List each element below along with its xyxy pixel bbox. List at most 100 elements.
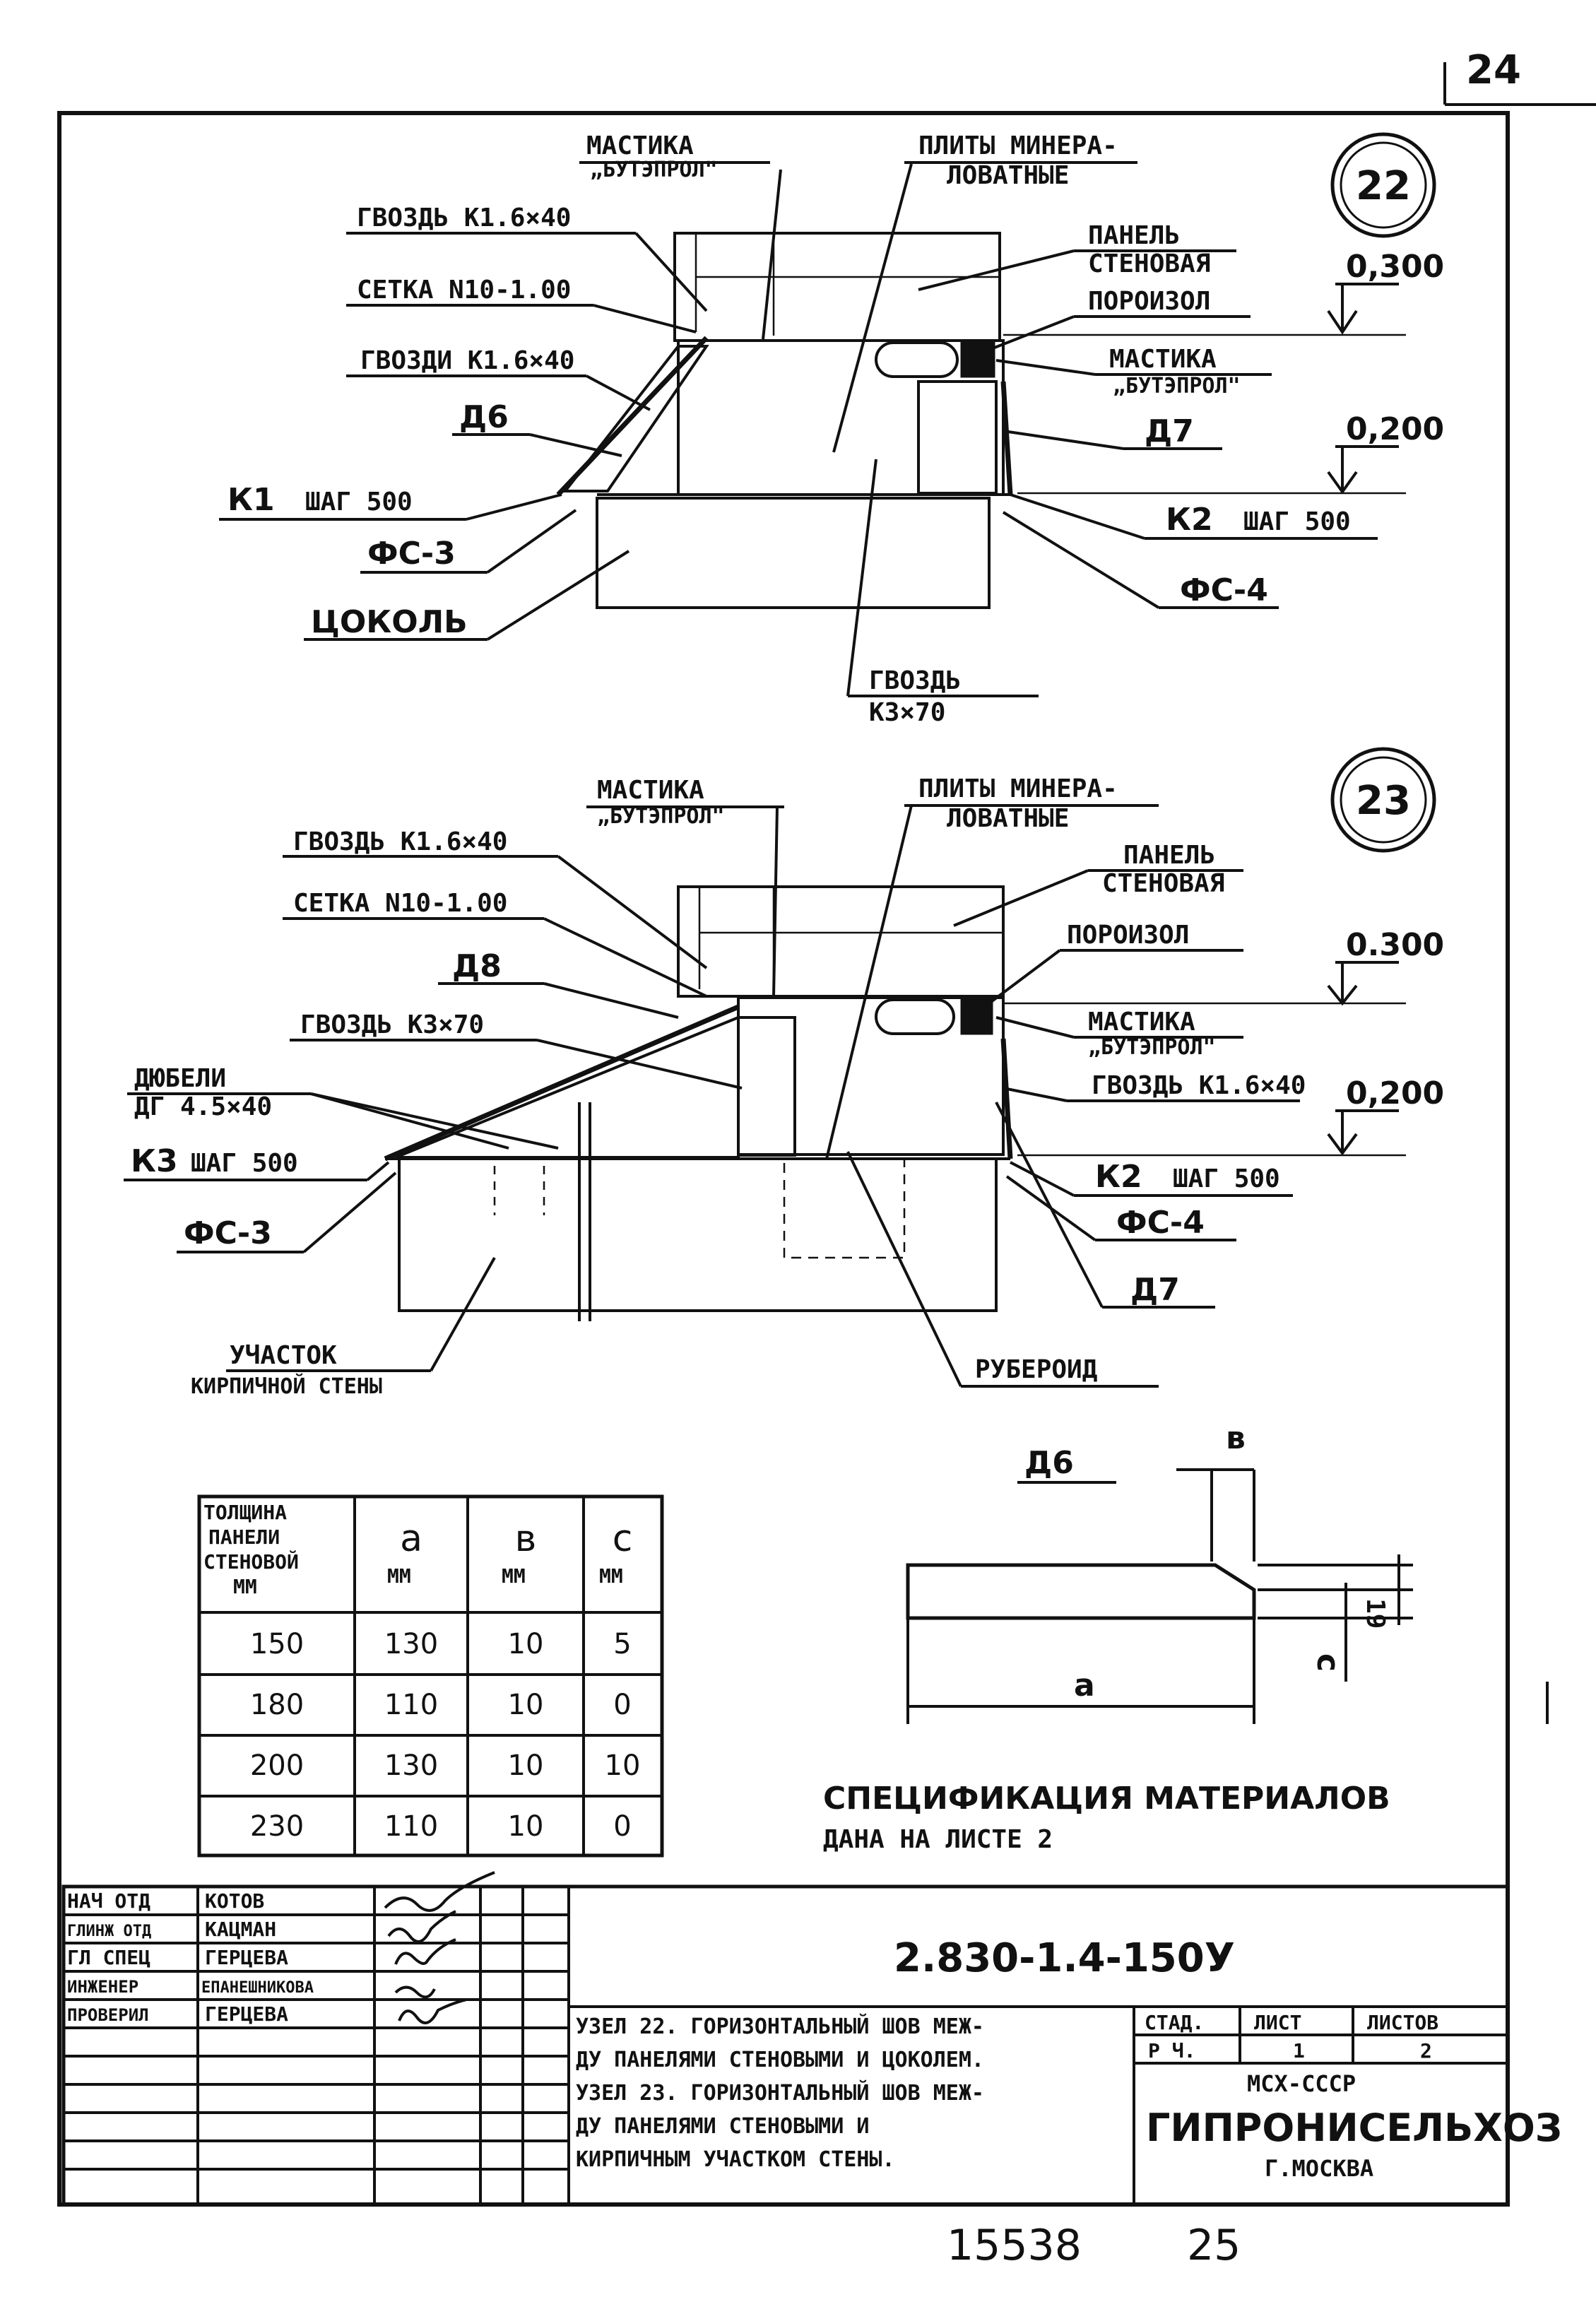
spec-note-line1: СПЕЦИФИКАЦИЯ МАТЕРИАЛОВ	[823, 1781, 1390, 1817]
label-k1-22: К1	[227, 482, 275, 518]
svg-text:СТЕНОВАЯ: СТЕНОВАЯ	[1102, 869, 1224, 898]
label-setka-23: СЕТКА N10-1.00	[293, 889, 507, 918]
label-uchastok-23: УЧАСТОК	[230, 1341, 337, 1370]
signatures	[384, 1871, 495, 2024]
org-name: ГИПРОНИСЕЛЬХОЗ	[1146, 2106, 1562, 2150]
poroizol-23	[875, 998, 955, 1035]
svg-text:ИНЖЕНЕР: ИНЖЕНЕР	[67, 1977, 138, 1997]
description-line: ДУ ПАНЕЛЯМИ СТЕНОВЫМИ И ЦОКОЛЕМ.	[576, 2048, 984, 2072]
table-row: 230 110 10 0	[250, 1810, 632, 1843]
svg-text:10: 10	[508, 1628, 544, 1660]
signature-row: ПРОВЕРИЛ ГЕРЦЕВА	[67, 2002, 288, 2026]
node-23-number: 23	[1356, 778, 1411, 824]
d6-dim-a: a	[1074, 1668, 1095, 1704]
signature-row: НАЧ ОТД КОТОВ	[67, 1889, 264, 1913]
svg-text:10: 10	[508, 1689, 544, 1721]
label-k2-22: К2	[1166, 502, 1213, 538]
svg-text:„БУТЭПРОЛ": „БУТЭПРОЛ"	[1113, 374, 1241, 399]
svg-text:СТЕНОВАЯ: СТЕНОВАЯ	[1088, 249, 1210, 278]
poroizol-22	[875, 341, 959, 378]
label-plity-22: ПЛИТЫ МИНЕРА-	[918, 131, 1118, 160]
sheets-value: 2	[1420, 2039, 1432, 2062]
label-fs3-23: ФС-3	[184, 1215, 272, 1251]
label-gvozd-k16-23: ГВОЗДЬ К1.6×40	[293, 827, 507, 856]
svg-text:ПАНЕЛИ: ПАНЕЛИ	[208, 1525, 280, 1549]
mastika-23	[960, 997, 993, 1035]
svg-text:ЛОВАТНЫЕ: ЛОВАТНЫЕ	[947, 161, 1069, 190]
label-fs3-22: ФС-3	[367, 536, 456, 572]
archive-number: 15538	[947, 2221, 1082, 2270]
svg-text:0: 0	[613, 1689, 631, 1721]
slope-flashing-22	[562, 345, 709, 492]
label-fs4-23: ФС-4	[1116, 1205, 1205, 1241]
label-d7-23: Д7	[1130, 1272, 1180, 1308]
svg-text:200: 200	[250, 1749, 304, 1782]
org-city: Г.МОСКВА	[1265, 2155, 1373, 2182]
svg-text:ГЛ СПЕЦ: ГЛ СПЕЦ	[67, 1946, 150, 1969]
svg-text:0,300: 0,300	[1346, 249, 1444, 285]
svg-text:НАЧ ОТД: НАЧ ОТД	[67, 1889, 150, 1913]
node-23: 23 0.300 0,200	[124, 747, 1444, 1399]
svg-text:К3×70: К3×70	[869, 698, 945, 727]
svg-text:10: 10	[508, 1810, 544, 1843]
svg-text:ШАГ 500: ШАГ 500	[191, 1149, 298, 1178]
wall-panel-22	[673, 232, 1001, 342]
svg-text:ГЕРЦЕВА: ГЕРЦЕВА	[205, 1946, 288, 1969]
sheet-value: 1	[1293, 2039, 1305, 2062]
table-row: 150 130 10 5	[250, 1628, 632, 1660]
stage-value: Р Ч.	[1148, 2039, 1195, 2062]
svg-text:0: 0	[613, 1810, 631, 1843]
svg-text:КОТОВ: КОТОВ	[205, 1889, 264, 1913]
svg-text:150: 150	[250, 1628, 304, 1660]
svg-text:110: 110	[384, 1689, 438, 1721]
svg-text:230: 230	[250, 1810, 304, 1843]
svg-text:ММ: ММ	[599, 1564, 623, 1588]
document-code: 2.830-1.4-150У	[894, 1935, 1235, 1981]
sheet-corner-number: 24	[1466, 47, 1521, 93]
svg-text:0,200: 0,200	[1346, 411, 1444, 447]
d6-detail: Д6 a в 19 с	[906, 1420, 1413, 1724]
svg-text:ЛОВАТНЫЕ: ЛОВАТНЫЕ	[947, 804, 1069, 833]
svg-text:0.300: 0.300	[1346, 927, 1444, 963]
label-gvozd-k16-22: ГВОЗДЬ К1.6×40	[357, 203, 571, 232]
d6-profile	[906, 1563, 1256, 1620]
label-mastika-r-22: МАСТИКА	[1109, 345, 1217, 374]
label-setka-22: СЕТКА N10-1.00	[357, 276, 571, 305]
level-mark-top-22: 0,300	[1003, 249, 1444, 336]
svg-text:СТЕНОВОЙ: СТЕНОВОЙ	[203, 1550, 299, 1574]
label-gvozd-k3-23: ГВОЗДЬ К3×70	[300, 1010, 484, 1039]
svg-text:5: 5	[613, 1628, 631, 1660]
svg-text:КИРПИЧНОЙ СТЕНЫ: КИРПИЧНОЙ СТЕНЫ	[191, 1374, 382, 1399]
label-panel-22: ПАНЕЛЬ	[1088, 221, 1180, 250]
label-panel-23: ПАНЕЛЬ	[1123, 841, 1215, 870]
signature-row: ГЛИНЖ ОТД КАЦМАН	[67, 1918, 276, 1941]
label-ruberoid-23: РУБЕРОИД	[975, 1355, 1097, 1384]
d6-title: Д6	[1024, 1445, 1074, 1481]
node-22-number: 22	[1356, 163, 1411, 209]
svg-text:ММ: ММ	[233, 1575, 257, 1598]
d6-dim-c: с	[1310, 1653, 1346, 1672]
svg-text:ДГ 4.5×40: ДГ 4.5×40	[134, 1092, 272, 1121]
node-22: 22 0,300 0,200	[219, 131, 1444, 727]
svg-text:ЕПАНЕШНИКОВА: ЕПАНЕШНИКОВА	[201, 1979, 314, 1997]
label-d8-23: Д8	[452, 948, 502, 984]
label-d7-22: Д7	[1145, 413, 1194, 449]
signature-row: ИНЖЕНЕР ЕПАНЕШНИКОВА	[67, 1977, 314, 1997]
sheet-corner: 24	[1443, 47, 1596, 106]
description-line: КИРПИЧНЫМ УЧАСТКОМ СТЕНЫ.	[576, 2147, 895, 2172]
mastika-22	[960, 340, 995, 378]
svg-text:130: 130	[384, 1628, 438, 1660]
svg-text:ММ: ММ	[387, 1564, 411, 1588]
d6-dim-19: 19	[1361, 1598, 1390, 1629]
svg-text:10: 10	[508, 1749, 544, 1782]
svg-text:180: 180	[250, 1689, 304, 1721]
node-23-circle	[1330, 747, 1436, 853]
svg-text:„БУТЭПРОЛ": „БУТЭПРОЛ"	[1088, 1035, 1216, 1060]
signature-row: ГЛ СПЕЦ ГЕРЦЕВА	[67, 1946, 288, 1969]
label-k2-23: К2	[1095, 1159, 1142, 1195]
label-gvozdi-k16-22: ГВОЗДИ К1.6×40	[360, 346, 574, 375]
level-mark-bottom-22: 0,200	[1017, 411, 1444, 495]
svg-text:ШАГ 500: ШАГ 500	[305, 488, 413, 517]
table-row: 200 130 10 10	[250, 1749, 641, 1782]
